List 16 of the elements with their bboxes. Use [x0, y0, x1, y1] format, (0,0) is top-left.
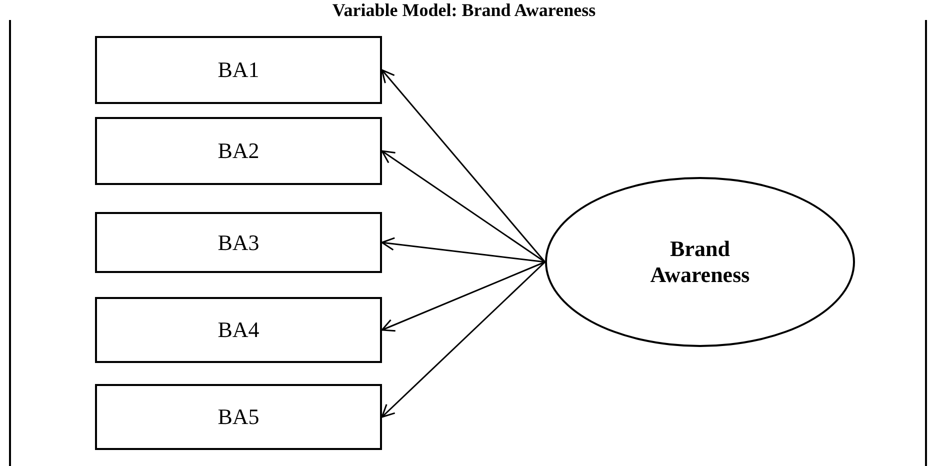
node-label: BA3: [218, 230, 260, 256]
arrow: [381, 237, 546, 263]
arrow: [381, 261, 546, 418]
node-label: Brand Awareness: [649, 236, 751, 288]
indicator-box: [95, 212, 382, 273]
indicator-box: [95, 297, 382, 363]
node-label: BA1: [218, 57, 260, 83]
node-label: BA4: [218, 317, 260, 343]
arrow: [381, 150, 546, 263]
indicator-box: [95, 36, 382, 104]
arrow: [381, 261, 546, 332]
node-label: BA5: [218, 404, 260, 430]
indicator-box: [95, 117, 382, 185]
node-label: BA2: [218, 138, 260, 164]
arrow: [381, 69, 546, 262]
indicator-box: [95, 384, 382, 450]
